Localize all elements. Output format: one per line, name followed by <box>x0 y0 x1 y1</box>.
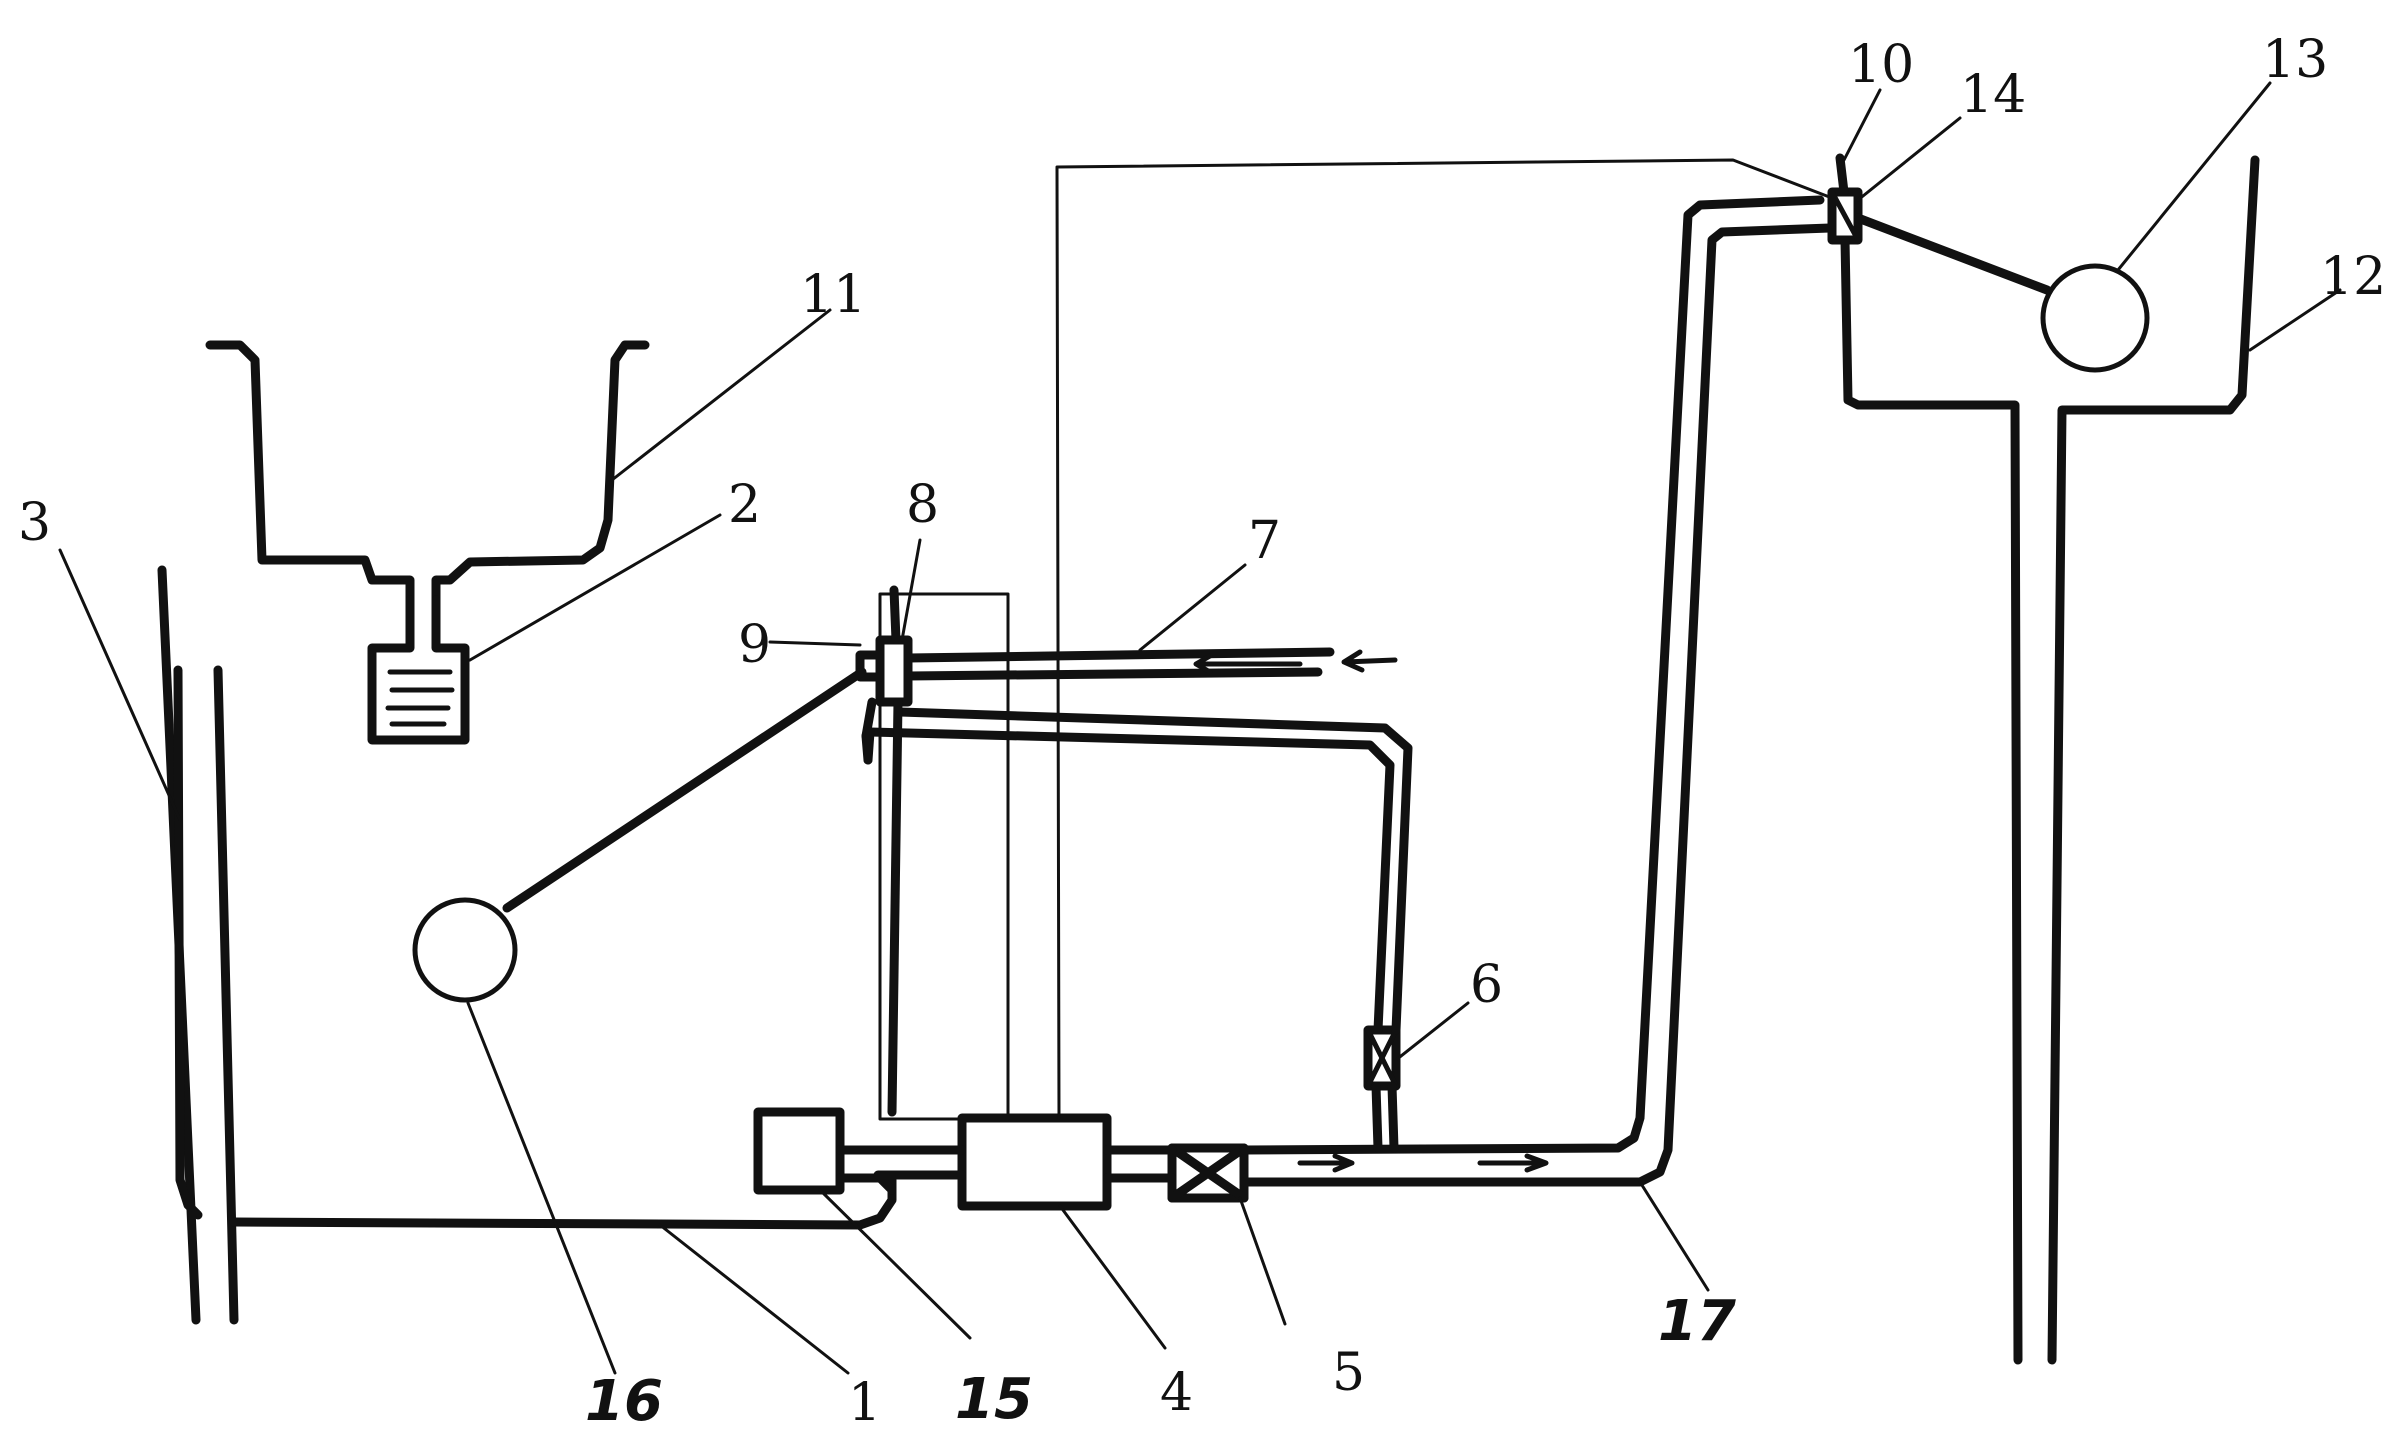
valve-10-14 <box>1827 153 1863 245</box>
label-10: 10 <box>1848 35 1914 95</box>
valve-8-9 <box>855 585 1010 1121</box>
pipe-3 <box>157 565 239 1325</box>
tank-12 <box>1840 155 2260 1365</box>
label-13: 13 <box>2262 30 2328 90</box>
label-2: 2 <box>728 475 761 535</box>
float-13 <box>1853 213 2150 373</box>
valve-6 <box>1363 1025 1401 1153</box>
label-17: 17 <box>1658 1289 1736 1354</box>
label-15: 15 <box>955 1367 1033 1432</box>
label-12: 12 <box>2320 247 2386 307</box>
label-5: 5 <box>1332 1343 1365 1403</box>
pump-4 <box>835 1113 1112 1211</box>
filter-5 <box>1102 1143 1249 1203</box>
label-4: 4 <box>1160 1363 1193 1423</box>
label-11: 11 <box>800 265 866 325</box>
label-14: 14 <box>1960 65 2026 125</box>
control-wire <box>1055 158 1834 1120</box>
label-9: 9 <box>738 615 771 675</box>
label-16: 16 <box>585 1369 663 1434</box>
pipe-7 <box>865 647 1413 1035</box>
label-7: 7 <box>1248 511 1281 571</box>
container-2 <box>367 595 470 745</box>
pipe-17 <box>1239 195 1835 1187</box>
labels: 3 2 11 8 9 7 6 10 14 13 12 5 4 1 15 16 1… <box>18 30 2386 1434</box>
float-16 <box>412 667 867 1003</box>
label-8: 8 <box>906 475 939 535</box>
label-6: 6 <box>1470 955 1503 1015</box>
basin-11 <box>205 340 650 605</box>
label-1: 1 <box>848 1373 881 1433</box>
leader-lines <box>58 81 2342 1375</box>
label-3: 3 <box>18 493 51 553</box>
